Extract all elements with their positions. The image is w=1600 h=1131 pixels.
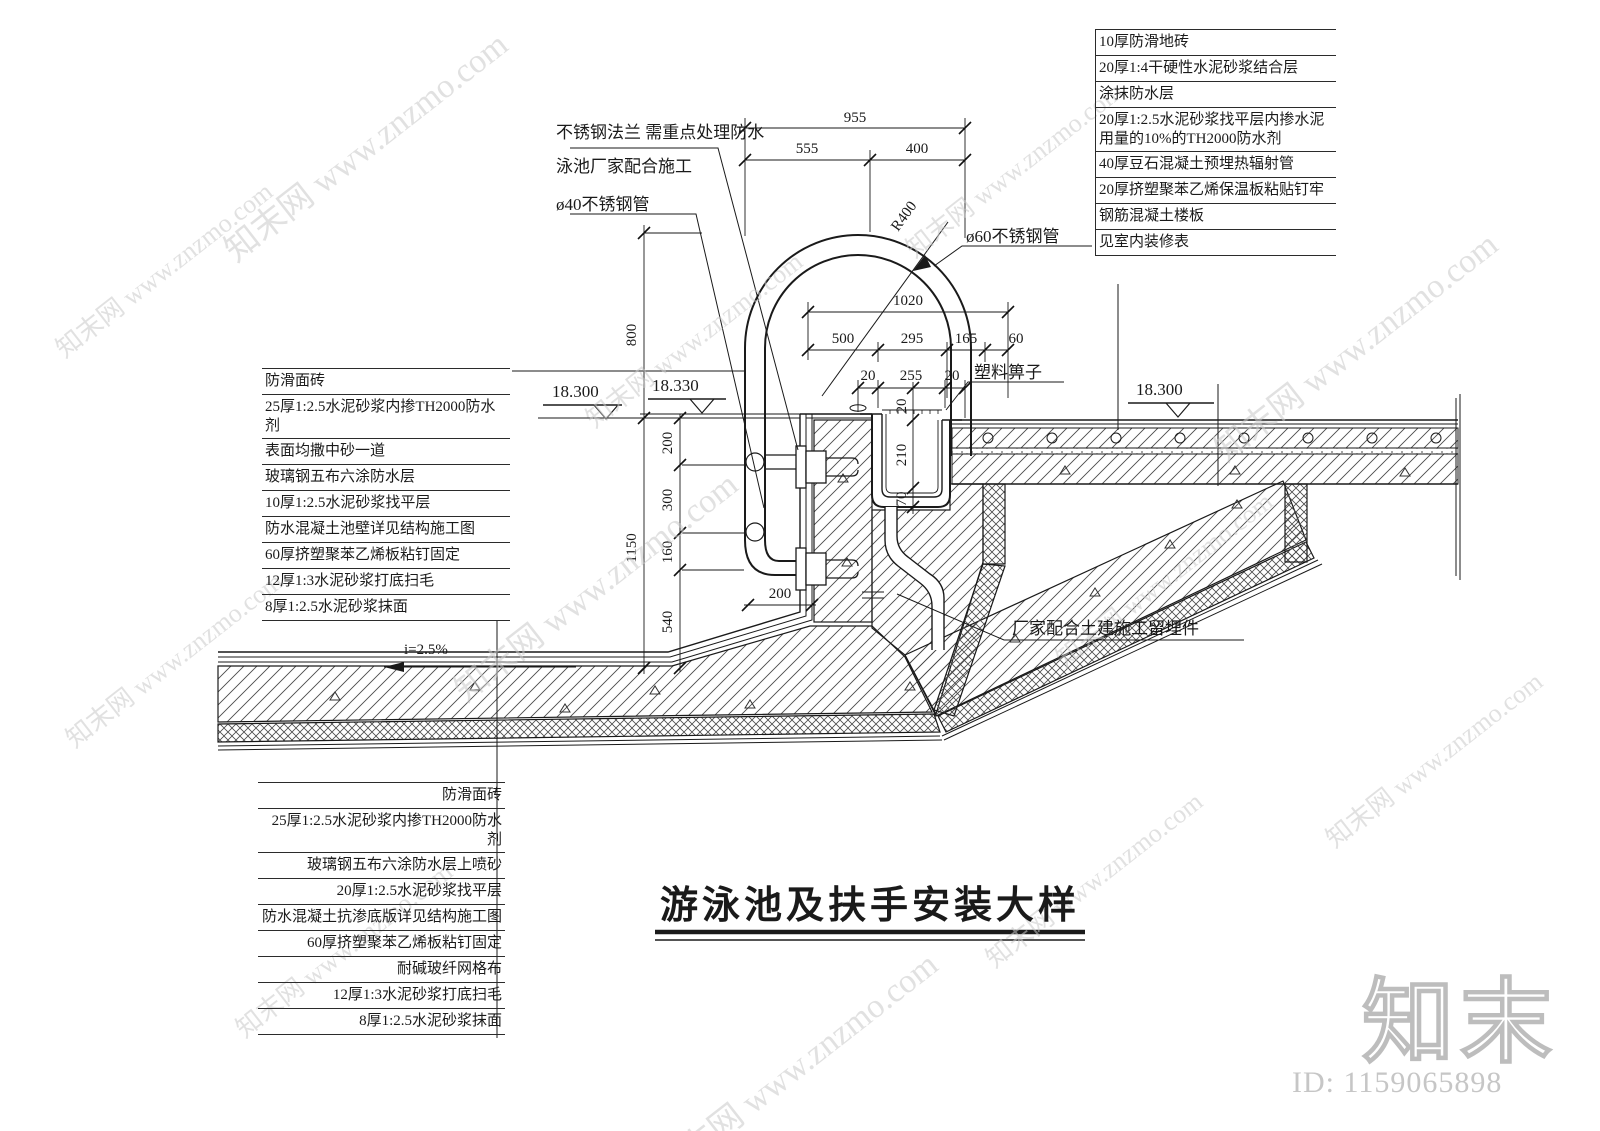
list-item: 玻璃钢五布六涂防水层上喷砂 (258, 853, 505, 879)
dim-555: 555 (796, 141, 819, 157)
callout-embed: 厂家配合土建施工留埋件 (1012, 619, 1199, 638)
notes-list-pool-wall-layers: 防滑面砖 25厚1:2.5水泥砂浆内掺TH2000防水剂 表面均撒中砂一道 玻璃… (262, 368, 510, 621)
callout-flange-line1: 不锈钢法兰 需重点处理防水 (556, 123, 765, 142)
dim-1020: 1020 (893, 293, 923, 309)
dim-300: 300 (660, 489, 676, 512)
list-item: 20厚挤塑聚苯乙烯保温板粘贴钉牢 (1096, 178, 1336, 204)
list-item: 防水混凝土池壁详见结构施工图 (262, 517, 510, 543)
dim-60: 60 (1009, 331, 1024, 347)
level-deck-left: 18.330 (652, 376, 699, 395)
list-item: 钢筋混凝土楼板 (1096, 204, 1336, 230)
dim-800: 800 (624, 324, 640, 347)
dim-20b: 20 (945, 368, 960, 384)
dimension-lines (637, 118, 1015, 675)
dim-165: 165 (955, 331, 978, 347)
slope-label: i=2.5% (404, 642, 448, 658)
list-item: 涂抹防水层 (1096, 82, 1336, 108)
dim-gutter-20: 20 (894, 399, 910, 414)
callout-flange-line2: 泳池厂家配合施工 (556, 157, 692, 176)
deck-layers (951, 394, 1461, 580)
dim-embed-200: 200 (769, 586, 792, 602)
dim-400: 400 (906, 141, 929, 157)
dim-200: 200 (660, 432, 676, 455)
concrete-hatch-regions (217, 419, 1315, 743)
dim-955: 955 (844, 110, 867, 126)
list-item: 耐碱玻纤网格布 (258, 957, 505, 983)
notes-list-pool-floor-layers: 防滑面砖 25厚1:2.5水泥砂浆内掺TH2000防水剂 玻璃钢五布六涂防水层上… (258, 782, 505, 1035)
list-item: 见室内装修表 (1096, 230, 1336, 256)
dim-160: 160 (660, 541, 676, 564)
dim-500: 500 (832, 331, 855, 347)
list-item: 8厚1:2.5水泥砂浆抹面 (258, 1009, 505, 1035)
dim-gutter-210: 210 (894, 444, 910, 467)
list-item: 8厚1:2.5水泥砂浆抹面 (262, 595, 510, 621)
notes-list-deck-layers: 10厚防滑地砖 20厚1:4干硬性水泥砂浆结合层 涂抹防水层 20厚1:2.5水… (1095, 29, 1336, 256)
list-item: 20厚1:2.5水泥砂浆找平层内掺水泥用量的10%的TH2000防水剂 (1096, 108, 1336, 152)
flange-anchors (764, 445, 859, 591)
callout-pipe40: ø40不锈钢管 (556, 195, 650, 214)
watermark-id: ID: 1159065898 (1292, 1066, 1503, 1099)
list-item: 防滑面砖 (258, 783, 505, 809)
level-deck-right: 18.300 (1136, 380, 1183, 399)
dim-20a: 20 (861, 368, 876, 384)
list-item: 20厚1:2.5水泥砂浆找平层 (258, 879, 505, 905)
dim-540: 540 (660, 611, 676, 634)
list-item: 25厚1:2.5水泥砂浆内掺TH2000防水剂 (262, 395, 510, 439)
list-item: 60厚挤塑聚苯乙烯板粘钉固定 (258, 931, 505, 957)
list-item: 60厚挤塑聚苯乙烯板粘钉固定 (262, 543, 510, 569)
level-marks (512, 284, 1219, 486)
list-item: 40厚豆石混凝土预埋热辐射管 (1096, 152, 1336, 178)
site-logo-watermark: 知末 (1361, 971, 1559, 1075)
list-item: 20厚1:4干硬性水泥砂浆结合层 (1096, 56, 1336, 82)
dim-1150: 1150 (624, 533, 640, 562)
list-item: 防水混凝土抗渗底版详见结构施工图 (258, 905, 505, 931)
title-underline (655, 929, 1085, 941)
level-water-left: 18.300 (552, 382, 599, 401)
radius-label: R400 (888, 199, 920, 235)
gutter-drain-pipe (862, 507, 945, 650)
dim-gutter-70: 70 (894, 492, 910, 507)
leader-lines (384, 147, 1244, 1038)
callout-pipe60: ø60不锈钢管 (966, 227, 1060, 246)
drawing-title: 游泳池及扶手安装大样 (659, 885, 1080, 927)
pool-floor-finish-lines (218, 414, 813, 663)
list-item: 玻璃钢五布六涂防水层 (262, 465, 510, 491)
callout-grate: 塑料箅子 (974, 363, 1042, 382)
list-item: 防滑面砖 (262, 369, 510, 395)
list-item: 25厚1:2.5水泥砂浆内掺TH2000防水剂 (258, 809, 505, 853)
dim-255: 255 (900, 368, 923, 384)
gutter-channel (800, 404, 962, 508)
list-item: 12厚1:3水泥砂浆打底扫毛 (258, 983, 505, 1009)
list-item: 10厚防滑地砖 (1096, 30, 1336, 56)
list-item: 10厚1:2.5水泥砂浆找平层 (262, 491, 510, 517)
list-item: 12厚1:3水泥砂浆打底扫毛 (262, 569, 510, 595)
floor-bottom-lines (217, 559, 1323, 751)
list-item: 表面均撒中砂一道 (262, 439, 510, 465)
dim-295: 295 (901, 331, 924, 347)
